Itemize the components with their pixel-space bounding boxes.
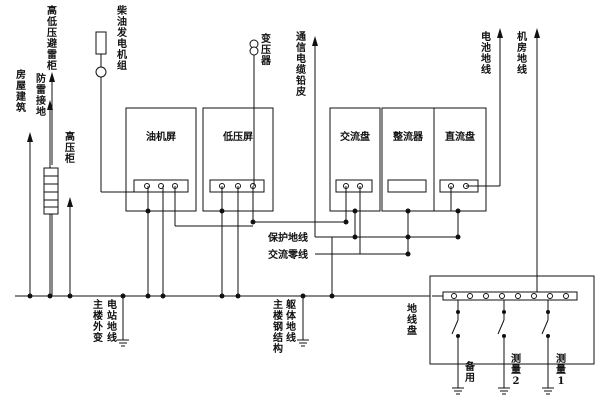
spare-label: 备用: [464, 360, 476, 384]
comm-cable-arrow: [312, 36, 318, 46]
hv-arrester-label: 高低压避雷柜: [46, 4, 57, 72]
ac-panel-terminal: [335, 179, 373, 193]
ground-symbol-icon: [498, 387, 510, 395]
comm-cable-label: 通信电缆铅皮: [295, 31, 306, 98]
station-earth-label: 电站地线: [107, 298, 117, 344]
house-earth-arrow: [27, 132, 33, 142]
transformer-icon-2: [249, 46, 259, 56]
generator-circle-icon: [95, 66, 107, 78]
arrester-stack: [43, 167, 59, 215]
room-earth-arrow: [534, 28, 540, 38]
ac-panel: [329, 107, 381, 212]
main-steel-label: 主楼钢结构: [273, 298, 283, 355]
ground-symbol-icon: [297, 339, 309, 347]
ground-symbol-icon: [117, 339, 129, 347]
transformer-label: 变压器: [260, 32, 272, 67]
hv-cabinet-label: 高压柜: [64, 130, 75, 165]
oil-screen-label: 油机屏: [146, 130, 176, 143]
lv-screen-label: 低压屏: [222, 130, 253, 143]
battery-line-label: 电池地线: [481, 30, 491, 76]
earth-panel-label: 地线盘: [407, 302, 417, 337]
main-outside-transformer-label: 主楼外变: [92, 298, 103, 344]
rectifier-panel: [381, 107, 435, 212]
ac-panel-label: 交流盘: [340, 130, 370, 143]
body-earth-label: 躯体地线: [285, 298, 297, 344]
house-earth-label: 房屋建筑: [15, 68, 27, 114]
hv-cabinet-arrow: [67, 197, 73, 207]
battery-line-arrow: [497, 28, 503, 38]
dc-panel-label: 直流盘: [445, 130, 475, 143]
earth-panel: [429, 275, 595, 365]
room-line-label: 机房地线: [517, 30, 527, 76]
diesel-generator-icon: [95, 31, 107, 55]
ac-neutral-label: 交流零线: [268, 248, 308, 261]
rectifier-terminal: [387, 179, 427, 193]
earth-panel-busbar: [442, 291, 578, 301]
protect-line-label: 保护地线: [267, 231, 308, 244]
rectifier-label: 整流器: [392, 130, 424, 143]
diesel-gen-label: 柴油发电机组: [116, 4, 128, 72]
arrester-arrow-up: [49, 72, 55, 82]
oil-machine-screen: [125, 107, 197, 212]
lightning-earth-label: 防雷接地: [36, 72, 46, 118]
ground-symbol-icon: [452, 387, 464, 395]
ground-symbol-icon: [542, 387, 554, 395]
dc-panel: [433, 107, 487, 212]
